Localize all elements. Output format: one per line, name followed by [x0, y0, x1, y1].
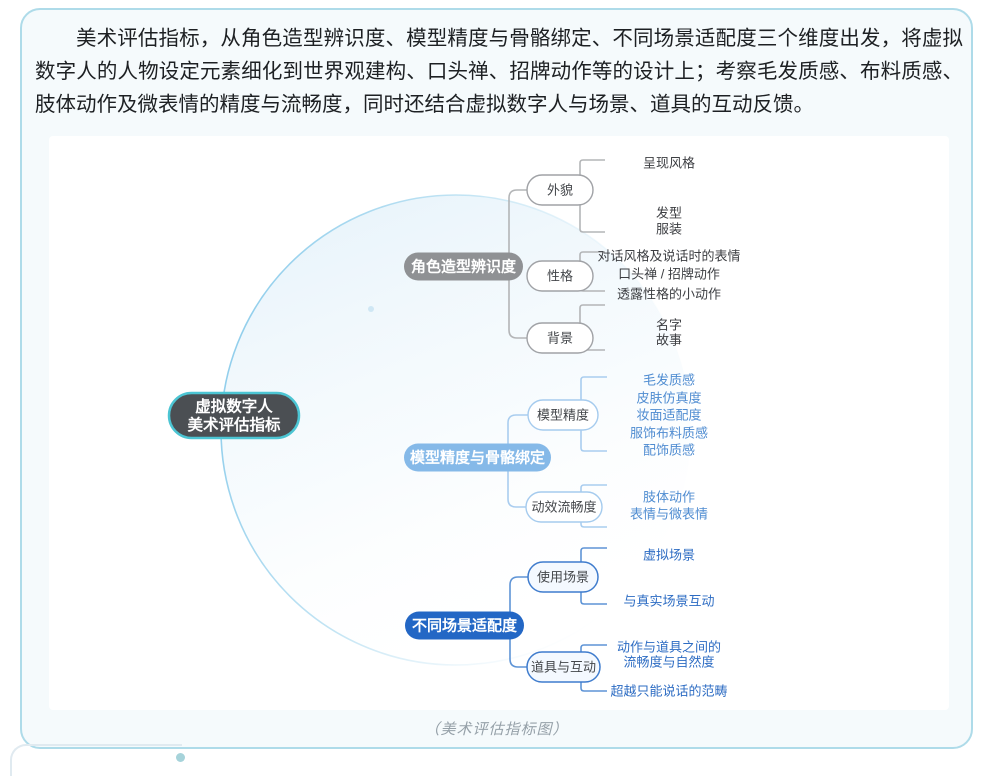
root-node-labels: 虚拟数字人 美术评估指标: [187, 397, 281, 435]
leaf: 配饰质感: [643, 443, 695, 458]
leaf: 名字: [656, 318, 682, 333]
leaf: 妆面适配度: [636, 408, 701, 423]
next-section-peek: [10, 744, 182, 776]
branch2-pill-labels: 模型精度 动效流畅度: [531, 408, 596, 515]
branch1-pills: [526, 174, 594, 354]
pill-shiyongchangjing-label: 使用场景: [537, 570, 589, 585]
pill-dongxiao-label: 动效流畅度: [531, 500, 596, 515]
root-label-line1: 虚拟数字人: [195, 397, 273, 416]
leaf: 虚拟场景: [643, 548, 695, 563]
branch1-node: [404, 252, 523, 281]
pill-moxingjingdu-label: 模型精度: [537, 408, 589, 423]
leaf: 表情与微表情: [630, 507, 708, 522]
leaf: 故事: [656, 333, 682, 348]
root-node-group: [167, 391, 301, 440]
leaf: 口头禅 / 招牌动作: [618, 267, 720, 282]
branch2-leaves: 毛发质感 皮肤仿真度 妆面适配度 服饰布料质感 配饰质感 肢体动作 表情与微表情: [630, 373, 708, 522]
pill-xingge: [526, 260, 594, 292]
mindmap-figure: 外貌 性格 背景 呈现风格 发型 服装 对话风格及说话时的表情 口头禅 / 招牌…: [49, 136, 949, 710]
pill-beijing: [526, 322, 594, 354]
branch3-leaves: 虚拟场景 与真实场景互动 动作与道具之间的 流畅度与自然度 超越只能说话的范畴: [610, 548, 727, 699]
leaf: 服饰布料质感: [630, 426, 708, 441]
branch3-pills: [526, 561, 601, 683]
pill-beijing-label: 背景: [547, 331, 573, 346]
leaf: 呈现风格: [643, 156, 695, 171]
mindmap-svg: 外貌 性格 背景 呈现风格 发型 服装 对话风格及说话时的表情 口头禅 / 招牌…: [167, 156, 741, 699]
branch3-pill-labels: 使用场景 道具与互动: [531, 570, 596, 675]
leaf: 超越只能说话的范畴: [610, 684, 727, 699]
branch1-leaves: 呈现风格 发型 服装 对话风格及说话时的表情 口头禅 / 招牌动作 透露性格的小…: [597, 156, 740, 348]
leaf: 毛发质感: [643, 373, 695, 388]
pill-dongxiao: [525, 491, 603, 523]
document-section: 美术评估指标，从角色造型辨识度、模型精度与骨骼绑定、不同场景适配度三个维度出发，…: [20, 8, 973, 749]
pill-daoju-label: 道具与互动: [531, 660, 596, 675]
leaf: 对话风格及说话时的表情: [597, 249, 740, 264]
leaf: 与真实场景互动: [623, 594, 714, 609]
branch1-pill-labels: 外貌 性格 背景: [547, 183, 573, 346]
branch2-node-label: 模型精度与骨骼绑定: [410, 449, 545, 467]
leaf: 皮肤仿真度: [636, 391, 701, 406]
leaf: 肢体动作: [643, 490, 695, 505]
leaf: 动作与道具之间的: [617, 640, 721, 655]
branch1-node-label: 角色造型辨识度: [411, 258, 517, 276]
branch3-node: [405, 611, 524, 640]
leaf: 服装: [656, 222, 682, 237]
pill-waimao-label: 外貌: [547, 183, 573, 198]
leaf: 透露性格的小动作: [617, 287, 721, 302]
pill-xingge-label: 性格: [547, 269, 573, 284]
pill-waimao: [526, 174, 594, 206]
intro-paragraph: 美术评估指标，从角色造型辨识度、模型精度与骨骼绑定、不同场景适配度三个维度出发，…: [35, 27, 963, 116]
branch3-node-label: 不同场景适配度: [412, 617, 518, 635]
figure-caption: （美术评估指标图）: [424, 721, 569, 738]
branch2-pills: [525, 399, 603, 523]
root-label-line2: 美术评估指标: [187, 415, 281, 434]
branch2-node: [404, 443, 551, 472]
next-section-dot: [176, 753, 185, 762]
pill-moxingjingdu: [527, 399, 599, 431]
pill-daoju: [526, 651, 601, 683]
root-node: [167, 391, 301, 440]
decorative-dot: [368, 306, 374, 312]
leaf: 流畅度与自然度: [623, 655, 714, 670]
leaf: 发型: [656, 206, 682, 221]
pill-shiyongchangjing: [527, 561, 599, 593]
